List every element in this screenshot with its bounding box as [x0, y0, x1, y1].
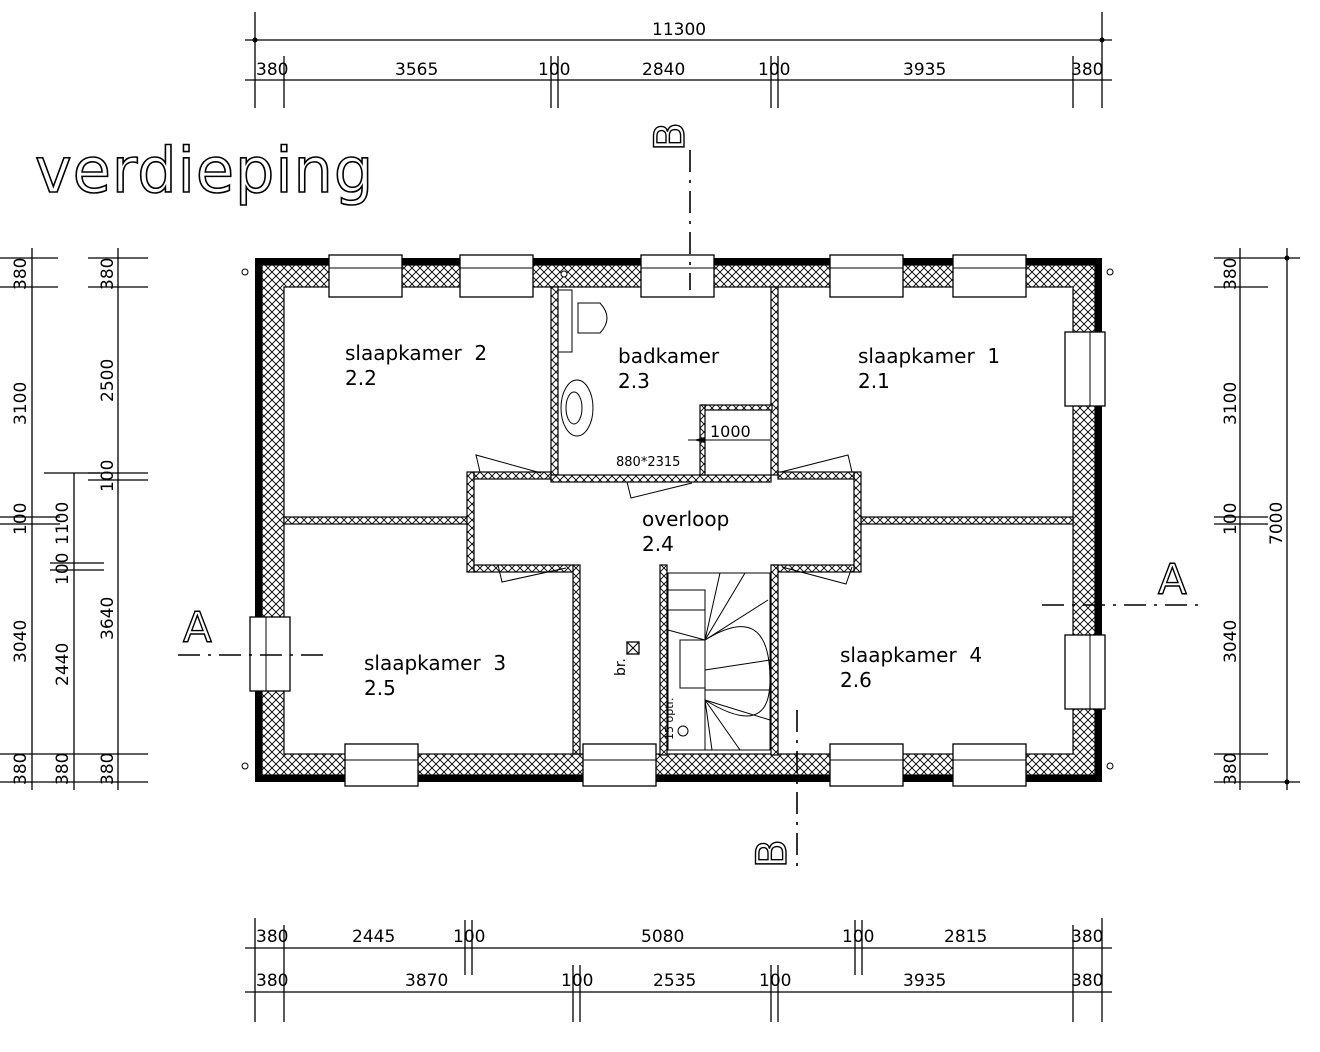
dim-left-mid-1: 100 — [53, 553, 73, 585]
dim-right-inner-1: 3100 — [1221, 382, 1241, 425]
dim-left-outer-4: 380 — [11, 753, 31, 785]
left-mid-dimension-texts: 1100 100 2440 380 — [53, 502, 73, 785]
room-name-slaapkamer-4: slaapkamer 4 — [840, 643, 982, 667]
dim-left-outer-2: 100 — [11, 503, 31, 535]
section-markers: A A B B — [182, 121, 1187, 868]
dim-bottom2-2: 100 — [561, 971, 593, 991]
dim-top-6: 380 — [1071, 60, 1103, 80]
left-dimension-lines — [0, 248, 148, 790]
dim-left-mid-2: 2440 — [53, 643, 73, 686]
dim-left-inner-0: 380 — [98, 258, 118, 290]
room-labels: slaapkamer 2 2.2 badkamer 2.3 slaapkamer… — [345, 341, 1000, 700]
right-dimension-texts: 380 3100 100 3040 380 7000 — [1221, 258, 1287, 785]
right-dimension-lines — [1214, 248, 1300, 790]
shower-width-label: 1000 — [710, 422, 751, 441]
left-inner-dimension-texts: 380 2500 100 3640 380 — [98, 258, 118, 785]
room-number-slaapkamer-1: 2.1 — [858, 369, 890, 393]
dim-left-outer-1: 3100 — [11, 382, 31, 425]
stairs — [667, 572, 771, 751]
section-b-top: B — [645, 122, 694, 151]
room-number-badkamer: 2.3 — [618, 369, 650, 393]
room-name-slaapkamer-3: slaapkamer 3 — [364, 651, 506, 675]
top-dimension-lines — [245, 12, 1112, 108]
dim-bottom2-3: 2535 — [653, 971, 696, 991]
doors — [475, 454, 853, 585]
dim-top-1: 3565 — [395, 60, 438, 80]
dim-left-inner-4: 380 — [98, 753, 118, 785]
dim-bottom2-4: 100 — [759, 971, 791, 991]
section-a-right: A — [1158, 555, 1187, 604]
section-a-left: A — [183, 603, 212, 652]
dim-bottom1-2: 100 — [453, 927, 485, 947]
dim-left-mid-3: 380 — [53, 753, 73, 785]
door-size-label: 880*2315 — [616, 455, 680, 470]
stair-steps-label: 15 optr. — [663, 697, 676, 740]
dim-left-outer-0: 380 — [11, 258, 31, 290]
dim-bottom2-0: 380 — [256, 971, 288, 991]
room-number-overloop: 2.4 — [642, 532, 674, 556]
section-b-bottom: B — [747, 839, 796, 868]
dim-left-outer-3: 3040 — [11, 620, 31, 663]
section-lines — [178, 150, 1200, 868]
smoke-detector-label: br. — [613, 658, 629, 676]
dim-left-inner-2: 100 — [98, 460, 118, 492]
dim-top-2: 100 — [538, 60, 570, 80]
dim-left-inner-1: 2500 — [98, 359, 118, 402]
smoke-detector-icon — [626, 641, 640, 655]
dim-top-3: 2840 — [642, 60, 685, 80]
dim-bottom2-6: 380 — [1071, 971, 1103, 991]
dim-bottom2-5: 3935 — [903, 971, 946, 991]
drawing-title: verdieping — [35, 134, 374, 207]
room-name-slaapkamer-2: slaapkamer 2 — [345, 341, 487, 365]
dim-right-inner-2: 100 — [1221, 503, 1241, 535]
room-name-slaapkamer-1: slaapkamer 1 — [858, 344, 1000, 368]
interior-walls — [283, 286, 1074, 756]
dim-top-0: 380 — [256, 60, 288, 80]
dim-top-4: 100 — [758, 60, 790, 80]
windows — [249, 254, 1106, 787]
dim-right-inner-0: 380 — [1221, 258, 1241, 290]
dim-bottom1-0: 380 — [256, 927, 288, 947]
shower-dimension — [688, 437, 770, 443]
dim-right-inner-3: 3040 — [1221, 620, 1241, 663]
dim-top-total: 11300 — [652, 20, 706, 40]
dim-bottom2-1: 3870 — [405, 971, 448, 991]
left-outer-dimension-texts: 380 3100 100 3040 380 — [11, 258, 31, 785]
bottom-dimension-lines — [245, 918, 1112, 1022]
dim-bottom1-6: 380 — [1071, 927, 1103, 947]
room-name-overloop: overloop — [642, 507, 729, 531]
dim-top-5: 3935 — [903, 60, 946, 80]
room-number-slaapkamer-3: 2.5 — [364, 676, 396, 700]
bathroom-fixtures — [557, 270, 608, 437]
dim-bottom1-5: 2815 — [944, 927, 987, 947]
dim-left-inner-3: 3640 — [98, 597, 118, 640]
dim-left-mid-0: 1100 — [53, 502, 73, 545]
corner-markers — [241, 268, 1114, 770]
dim-bottom1-3: 5080 — [641, 927, 684, 947]
dim-right-inner-4: 380 — [1221, 753, 1241, 785]
room-number-slaapkamer-2: 2.2 — [345, 366, 377, 390]
dim-bottom1-4: 100 — [842, 927, 874, 947]
room-number-slaapkamer-4: 2.6 — [840, 668, 872, 692]
dim-right-total: 7000 — [1267, 502, 1287, 545]
room-name-badkamer: badkamer — [618, 344, 720, 368]
dim-bottom1-1: 2445 — [352, 927, 395, 947]
